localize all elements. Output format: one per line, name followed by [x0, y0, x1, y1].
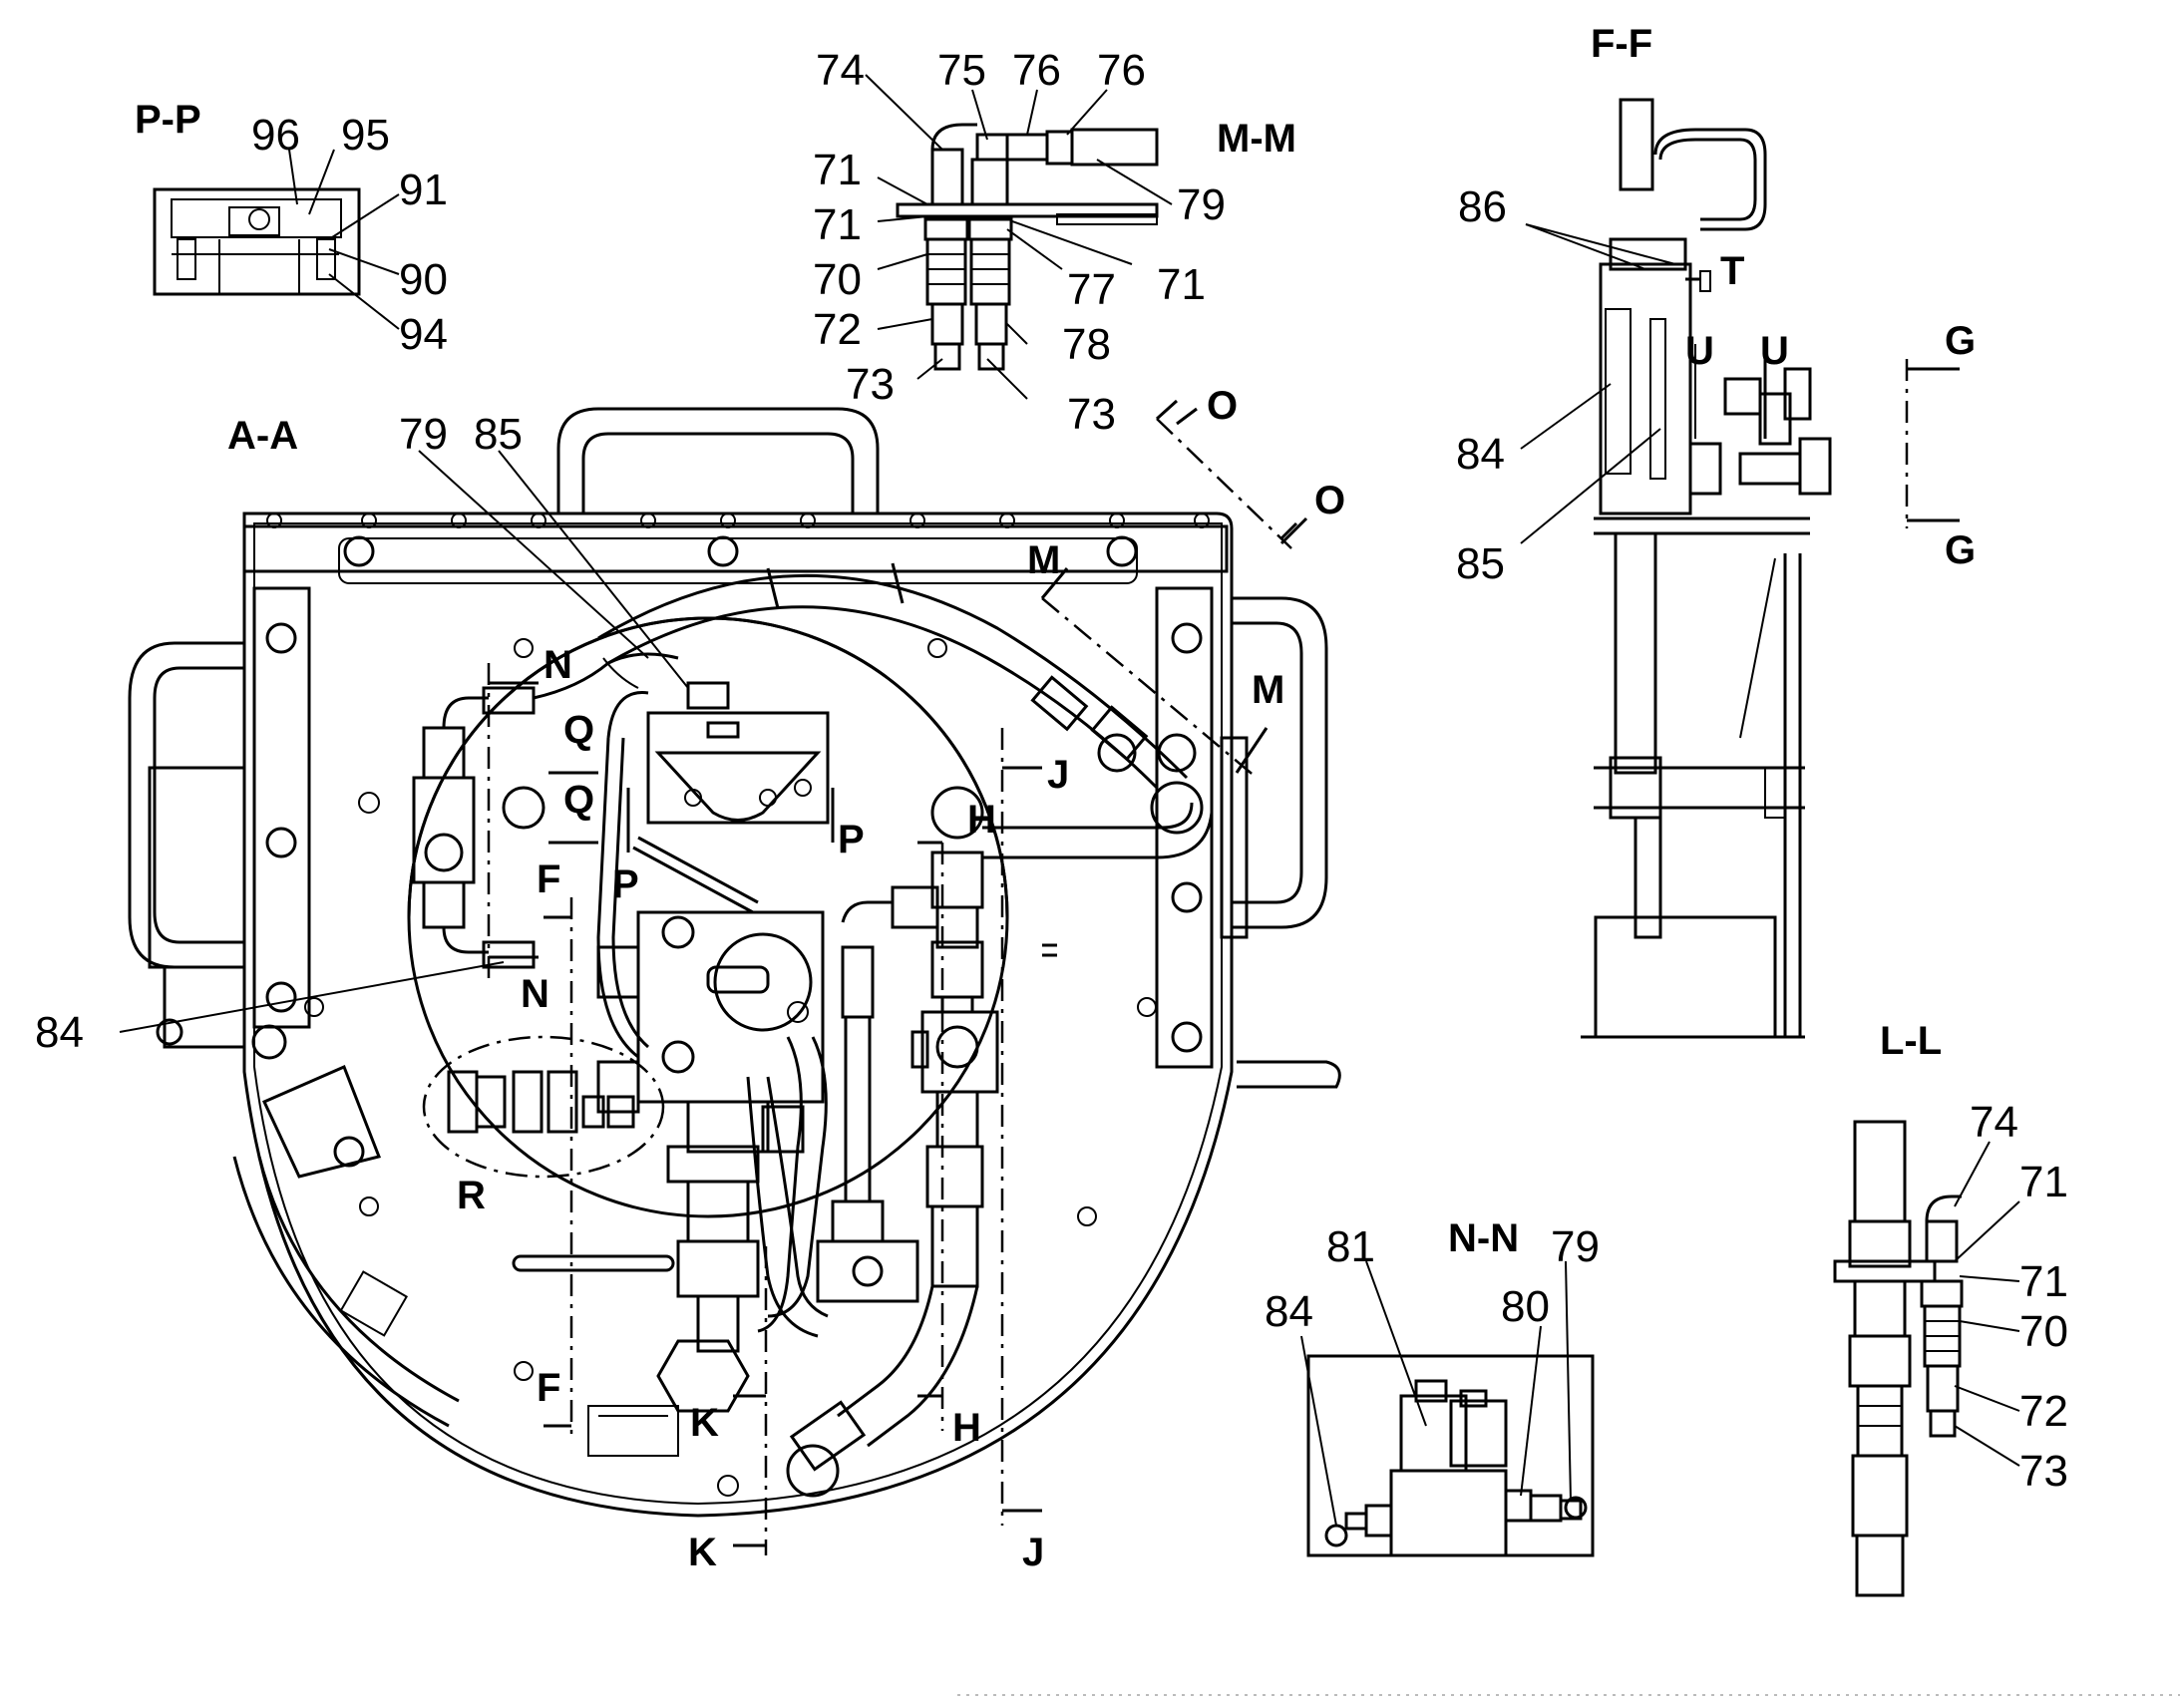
- marker-k-bottom: K: [688, 1531, 717, 1574]
- ll-callout-73: 73: [2019, 1447, 2068, 1496]
- mm-callout-71c: 71: [1157, 260, 1206, 309]
- marker-o-top: O: [1207, 384, 1238, 428]
- mm-callout-73b: 73: [1067, 390, 1116, 439]
- ff-callout-85: 85: [1456, 539, 1505, 588]
- ll-callout-72: 72: [2019, 1387, 2068, 1436]
- ll-callout-71b: 71: [2019, 1257, 2068, 1306]
- aa-callout-79: 79: [399, 410, 448, 459]
- title-mm: M-M: [1217, 117, 1296, 161]
- view-pp: P-P 96 95 91 90 94: [135, 98, 448, 359]
- title-ff: F-F: [1591, 22, 1652, 66]
- marker-u-left: U: [1685, 329, 1714, 373]
- aa-callout-85: 85: [474, 410, 523, 459]
- marker-g-top: G: [1945, 319, 1976, 363]
- pp-callout-90: 90: [399, 255, 448, 304]
- pp-callout-94: 94: [399, 310, 448, 359]
- marker-n-top: N: [544, 643, 572, 687]
- view-mm: M-M 74: [813, 46, 1296, 439]
- ll-callout-71a: 71: [2019, 1158, 2068, 1206]
- view-ff: F-F 86 84 85 T: [1456, 22, 1832, 1039]
- pp-callout-91: 91: [399, 166, 448, 214]
- view-nn: N-N 81 79 84 80: [1265, 1216, 1600, 1557]
- pp-callout-96: 96: [251, 111, 300, 160]
- view-ll: L-L 74 71 71 70 72 73: [1833, 1019, 2068, 1597]
- marker-o-bottom: O: [1314, 479, 1345, 522]
- mm-callout-70: 70: [813, 255, 862, 304]
- nn-callout-84: 84: [1265, 1287, 1313, 1336]
- mm-callout-72: 72: [813, 305, 862, 354]
- marker-n-bottom: N: [521, 972, 549, 1016]
- mm-callout-71b: 71: [813, 200, 862, 249]
- title-pp: P-P: [135, 98, 201, 142]
- marker-p-right: P: [838, 818, 865, 861]
- mm-callout-73a: 73: [846, 360, 895, 409]
- ll-callout-70: 70: [2019, 1307, 2068, 1356]
- title-nn: N-N: [1448, 1216, 1519, 1260]
- aa-callout-84: 84: [35, 1008, 84, 1057]
- mm-callout-78: 78: [1062, 320, 1111, 369]
- section-line-g: G G: [1905, 319, 1976, 572]
- marker-j-top: J: [1047, 753, 1069, 797]
- marker-m-right: M: [1252, 668, 1284, 712]
- mm-callout-79: 79: [1177, 180, 1226, 229]
- section-line-o: O O: [1155, 384, 1345, 549]
- nn-callout-80: 80: [1501, 1282, 1550, 1331]
- marker-f-bottom: F: [537, 1366, 560, 1410]
- mm-callout-71a: 71: [813, 146, 862, 194]
- marker-q-top: Q: [563, 708, 594, 752]
- title-ll: L-L: [1880, 1019, 1942, 1063]
- nn-callout-81: 81: [1326, 1222, 1375, 1271]
- pp-callout-95: 95: [341, 111, 390, 160]
- ff-callout-84: 84: [1456, 430, 1505, 479]
- marker-r: R: [457, 1174, 486, 1217]
- mm-callout-75: 75: [937, 46, 986, 95]
- marker-f-top: F: [537, 857, 560, 901]
- marker-j-bottom: J: [1022, 1531, 1044, 1574]
- mm-callout-76b: 76: [1097, 46, 1146, 95]
- marker-t: T: [1720, 249, 1744, 293]
- nn-callout-79: 79: [1551, 1222, 1600, 1271]
- view-aa: A-A: [35, 407, 1341, 1574]
- mm-callout-77: 77: [1067, 265, 1116, 314]
- marker-m-top: M: [1027, 538, 1060, 582]
- mm-callout-76a: 76: [1012, 46, 1061, 95]
- marker-g-bottom: G: [1945, 528, 1976, 572]
- marker-k-top: K: [690, 1401, 719, 1445]
- ff-callout-86: 86: [1458, 182, 1507, 231]
- marker-h-top: H: [967, 798, 996, 842]
- marker-u-right: U: [1760, 329, 1789, 373]
- marker-q-bottom: Q: [563, 778, 594, 822]
- title-aa: A-A: [227, 414, 298, 458]
- mm-callout-74: 74: [816, 46, 865, 95]
- ll-callout-74: 74: [1970, 1098, 2018, 1147]
- marker-h-bottom: H: [952, 1406, 981, 1450]
